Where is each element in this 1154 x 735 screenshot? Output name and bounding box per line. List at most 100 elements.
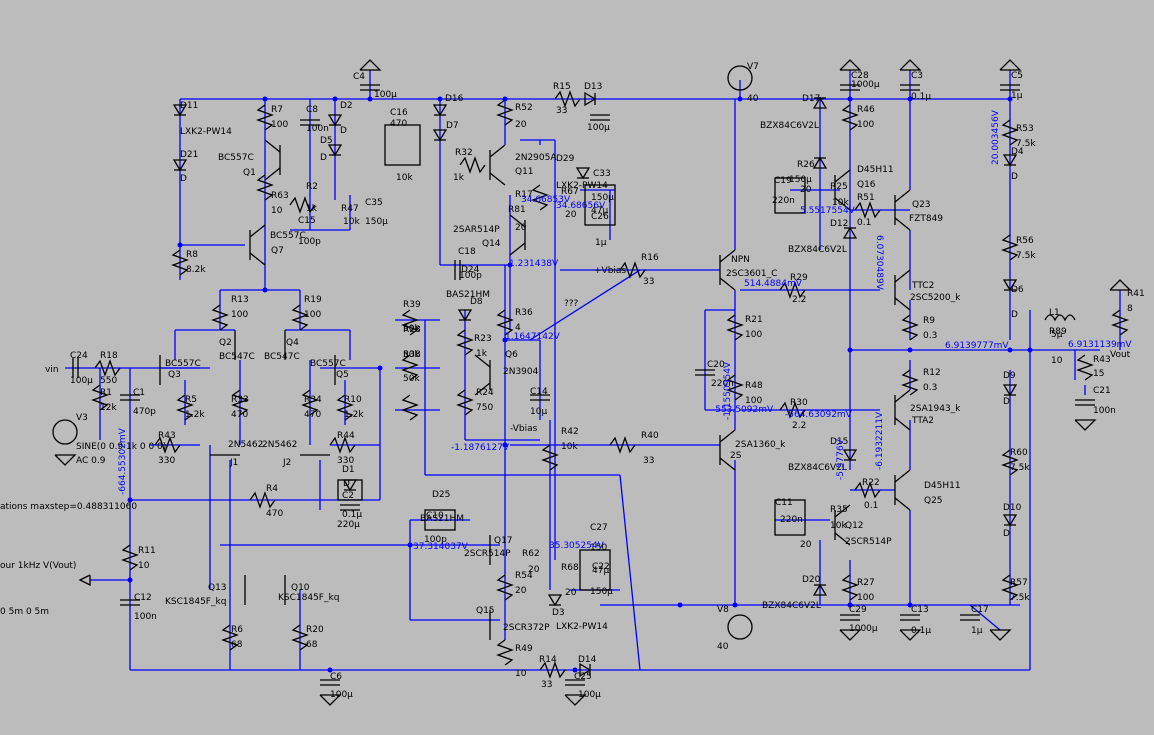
label-vin: vin — [45, 365, 59, 375]
label-r60v: 7.5k — [1010, 463, 1030, 473]
label-r30: R30 — [790, 398, 808, 408]
label-s2: 2S — [730, 451, 742, 461]
label-d11: D11 — [180, 101, 198, 111]
label-r26v: 20 — [800, 185, 812, 195]
label-d21d: D — [180, 174, 187, 184]
label-r42: R42 — [561, 427, 579, 437]
label-d12: D12 — [830, 219, 848, 229]
node-voltage-nv4: 1.1647142V — [505, 332, 561, 342]
node-voltage-nv17: 37.314037V — [413, 542, 469, 552]
label-r14: R14 — [539, 655, 557, 665]
label-d9: D9 — [1003, 371, 1016, 381]
wires — [65, 70, 1121, 671]
label-r63v: 10 — [271, 206, 283, 216]
label-c21v: 100n — [1093, 406, 1116, 416]
label-c11b: 20 — [800, 540, 812, 550]
label-r4: R4 — [266, 484, 278, 494]
label-q11: Q11 — [515, 167, 534, 177]
label-r48: R48 — [745, 381, 763, 391]
label-r33: R33 — [231, 395, 249, 405]
label-bzx2: BZX84C6V2L — [788, 245, 847, 255]
label-r20: R20 — [306, 625, 324, 635]
label-d45h11b: D45H11 — [924, 481, 961, 491]
label-d20: D20 — [802, 575, 821, 585]
node-voltage-nv19: -664.55302mV — [118, 427, 128, 495]
label-r68: R68 — [561, 563, 579, 573]
label-c20v: 220n — [711, 379, 734, 389]
label-r1: R1 — [100, 388, 112, 398]
label-sa1360: 2SA1360_k — [735, 440, 786, 450]
label-c4v: 100µ — [374, 90, 397, 100]
label-r28: R28 — [403, 325, 421, 335]
label-r53: R53 — [1016, 124, 1034, 134]
label-q15: Q15 — [476, 606, 495, 616]
label-r13: R13 — [231, 295, 249, 305]
label-sar514: 2SAR514P — [453, 225, 500, 235]
label-r62v: 20 — [528, 565, 540, 575]
label-d15: D15 — [830, 437, 848, 447]
label-r40v: 33 — [643, 456, 654, 466]
label-c25v: 100µ — [578, 690, 601, 700]
label-c1v: 470p — [133, 407, 156, 417]
label-r62: R62 — [522, 549, 540, 559]
node-voltage-nv18: 35.305254V — [549, 541, 605, 551]
label-r12: R12 — [923, 368, 941, 378]
label-npn: NPN — [731, 255, 750, 265]
label-d2: D2 — [340, 101, 353, 111]
label-r68v: 20 — [565, 588, 577, 598]
label-r51v: 0.1 — [857, 218, 871, 228]
label-r14v: 33 — [541, 680, 552, 690]
label-four: our 1kHz V(Vout) — [0, 561, 76, 571]
label-bc557c3: BC557C — [165, 359, 201, 369]
label-c14: C14 — [530, 387, 548, 397]
label-l1: L1 — [1049, 308, 1060, 318]
label-r81: R81 — [508, 205, 526, 215]
label-c33v: 150µ — [591, 193, 614, 203]
label-bas21: BAS21HM — [446, 290, 490, 300]
label-c18v: 100p — [459, 271, 482, 281]
label-c17v: 1µ — [971, 626, 983, 636]
label-r49v: 10 — [515, 669, 527, 679]
label-c11v: 220n — [780, 515, 803, 525]
label-r13v: 100 — [231, 310, 248, 320]
label-r7: R7 — [271, 105, 283, 115]
label-c26: C26 — [591, 212, 609, 222]
label-c28v: 1000µ — [851, 80, 880, 90]
node-voltage-nv15: -6.1932211V — [875, 411, 885, 470]
label-sc5200: 2SC5200_k — [910, 293, 961, 303]
label-c8v: 100n — [306, 124, 329, 134]
label-c19v: 220n — [772, 196, 795, 206]
label-d10d: D — [1003, 529, 1010, 539]
label-r30v: 2.2 — [792, 421, 806, 431]
label-ac: AC 0.9 — [76, 456, 106, 466]
label-r32v: 1k — [453, 173, 465, 183]
label-r19: R19 — [304, 295, 322, 305]
label-r17: R17 — [515, 190, 533, 200]
label-bzx4: BZX84C6V2L — [762, 601, 821, 611]
label-d2d: D — [340, 126, 347, 136]
label-r12v: 0.3 — [923, 383, 937, 393]
label-r44v: 330 — [337, 456, 354, 466]
label-r40: R40 — [641, 431, 659, 441]
label-r39: R39 — [403, 300, 421, 310]
label-j2: J2 — [282, 458, 291, 468]
label-d9d: D — [1003, 397, 1010, 407]
label-c14v: 10µ — [530, 407, 547, 417]
label-c27v: 150 — [590, 543, 607, 553]
label-c22v: 47µ — [592, 566, 609, 576]
label-bc557c1: BC557C — [218, 153, 254, 163]
label-r43v: 15 — [1093, 369, 1104, 379]
label-scr514b: 2SCR514P — [845, 537, 892, 547]
label-c15v: 100p — [298, 237, 321, 247]
label-r35: R35 — [830, 505, 848, 515]
label-r53v: 7.5k — [1016, 139, 1036, 149]
label-lxk3: LXK2-PW14 — [556, 622, 608, 632]
label-r33v: 470 — [231, 410, 248, 420]
label-sa1943: 2SA1943_k — [910, 404, 961, 414]
label-r47v: 10k — [343, 217, 360, 227]
label-c24v: 100µ — [70, 376, 93, 386]
label-r10v: 1.2k — [344, 410, 364, 420]
label-r27v: 100 — [857, 593, 874, 603]
label-c13: C13 — [911, 605, 929, 615]
label-r54: R54 — [515, 571, 533, 581]
